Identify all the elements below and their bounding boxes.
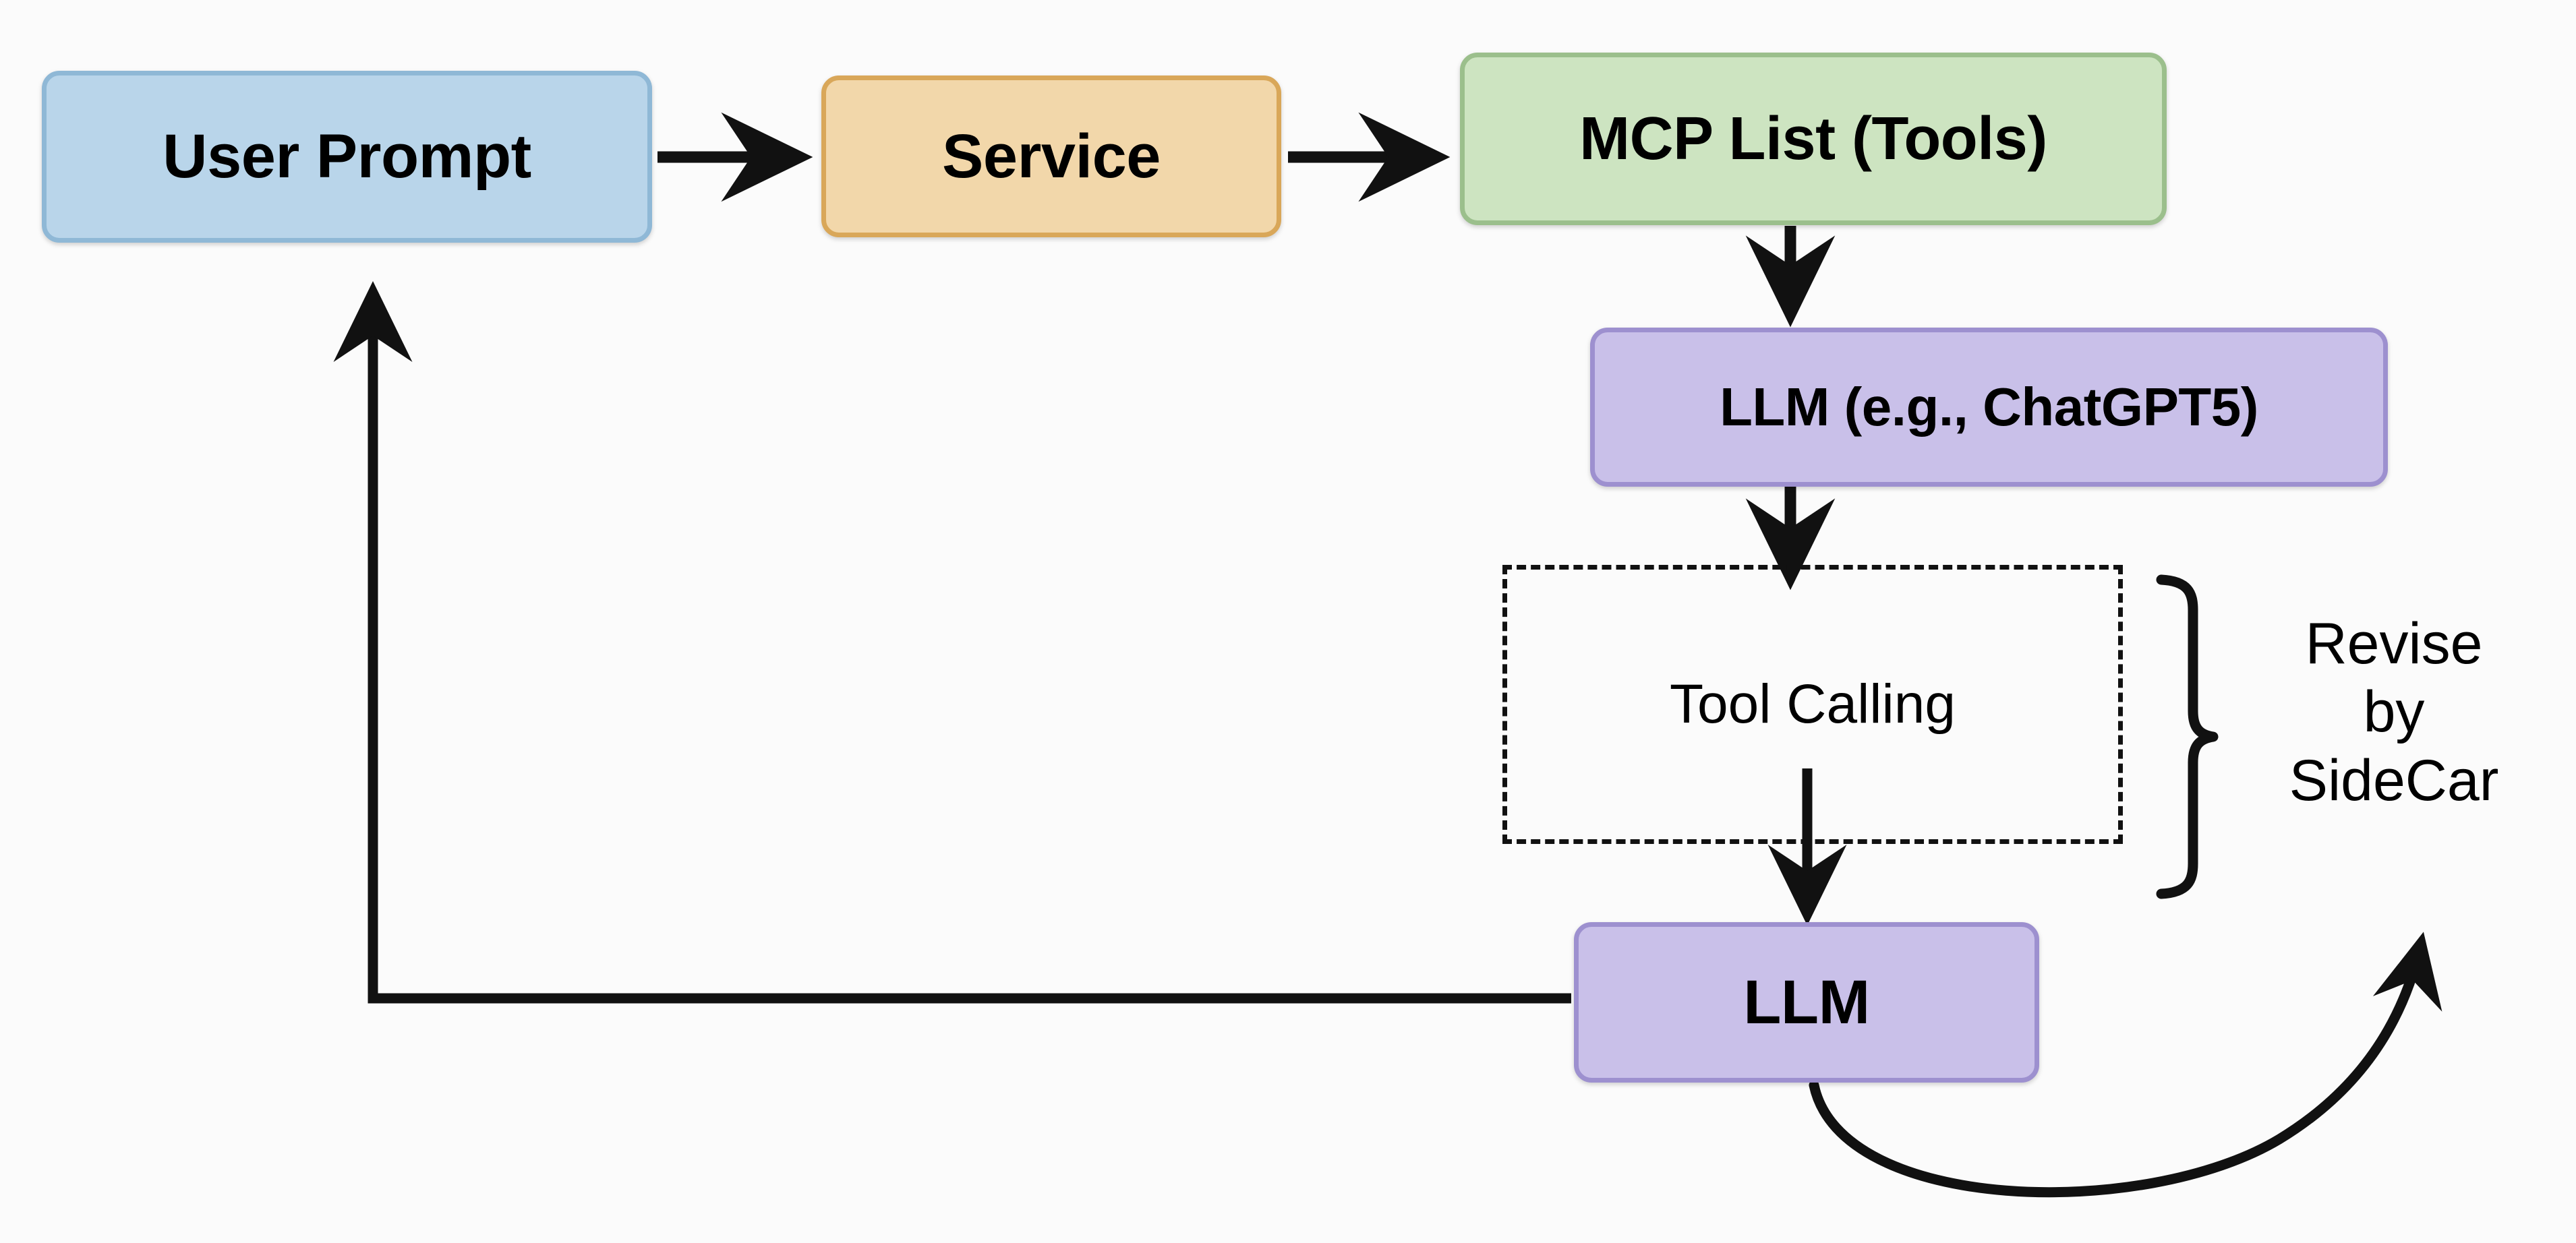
annotation-line-3: SideCar xyxy=(2289,748,2499,813)
node-mcp-list-label: MCP List (Tools) xyxy=(1579,104,2047,173)
node-user-prompt[interactable]: User Prompt xyxy=(42,71,652,243)
node-mcp-list[interactable]: MCP List (Tools) xyxy=(1460,53,2167,225)
edge-llm2-to-user-prompt xyxy=(333,280,1571,1004)
node-service[interactable]: Service xyxy=(821,75,1281,237)
revise-brace xyxy=(2156,574,2219,899)
node-tool-calling[interactable]: Tool Calling xyxy=(1502,565,2123,844)
annotation-revise-by-sidecar: Revise by SideCar xyxy=(2225,610,2563,815)
node-tool-calling-label: Tool Calling xyxy=(1670,673,1956,735)
node-llm-second[interactable]: LLM xyxy=(1574,922,2039,1083)
node-llm-chatgpt5[interactable]: LLM (e.g., ChatGPT5) xyxy=(1590,328,2388,487)
annotation-line-1: Revise xyxy=(2305,611,2483,676)
node-llm-chatgpt5-label: LLM (e.g., ChatGPT5) xyxy=(1720,377,2258,437)
annotation-line-2: by xyxy=(2363,679,2425,745)
node-service-label: Service xyxy=(942,121,1161,191)
node-llm-second-label: LLM xyxy=(1743,967,1870,1037)
node-user-prompt-label: User Prompt xyxy=(163,122,531,191)
